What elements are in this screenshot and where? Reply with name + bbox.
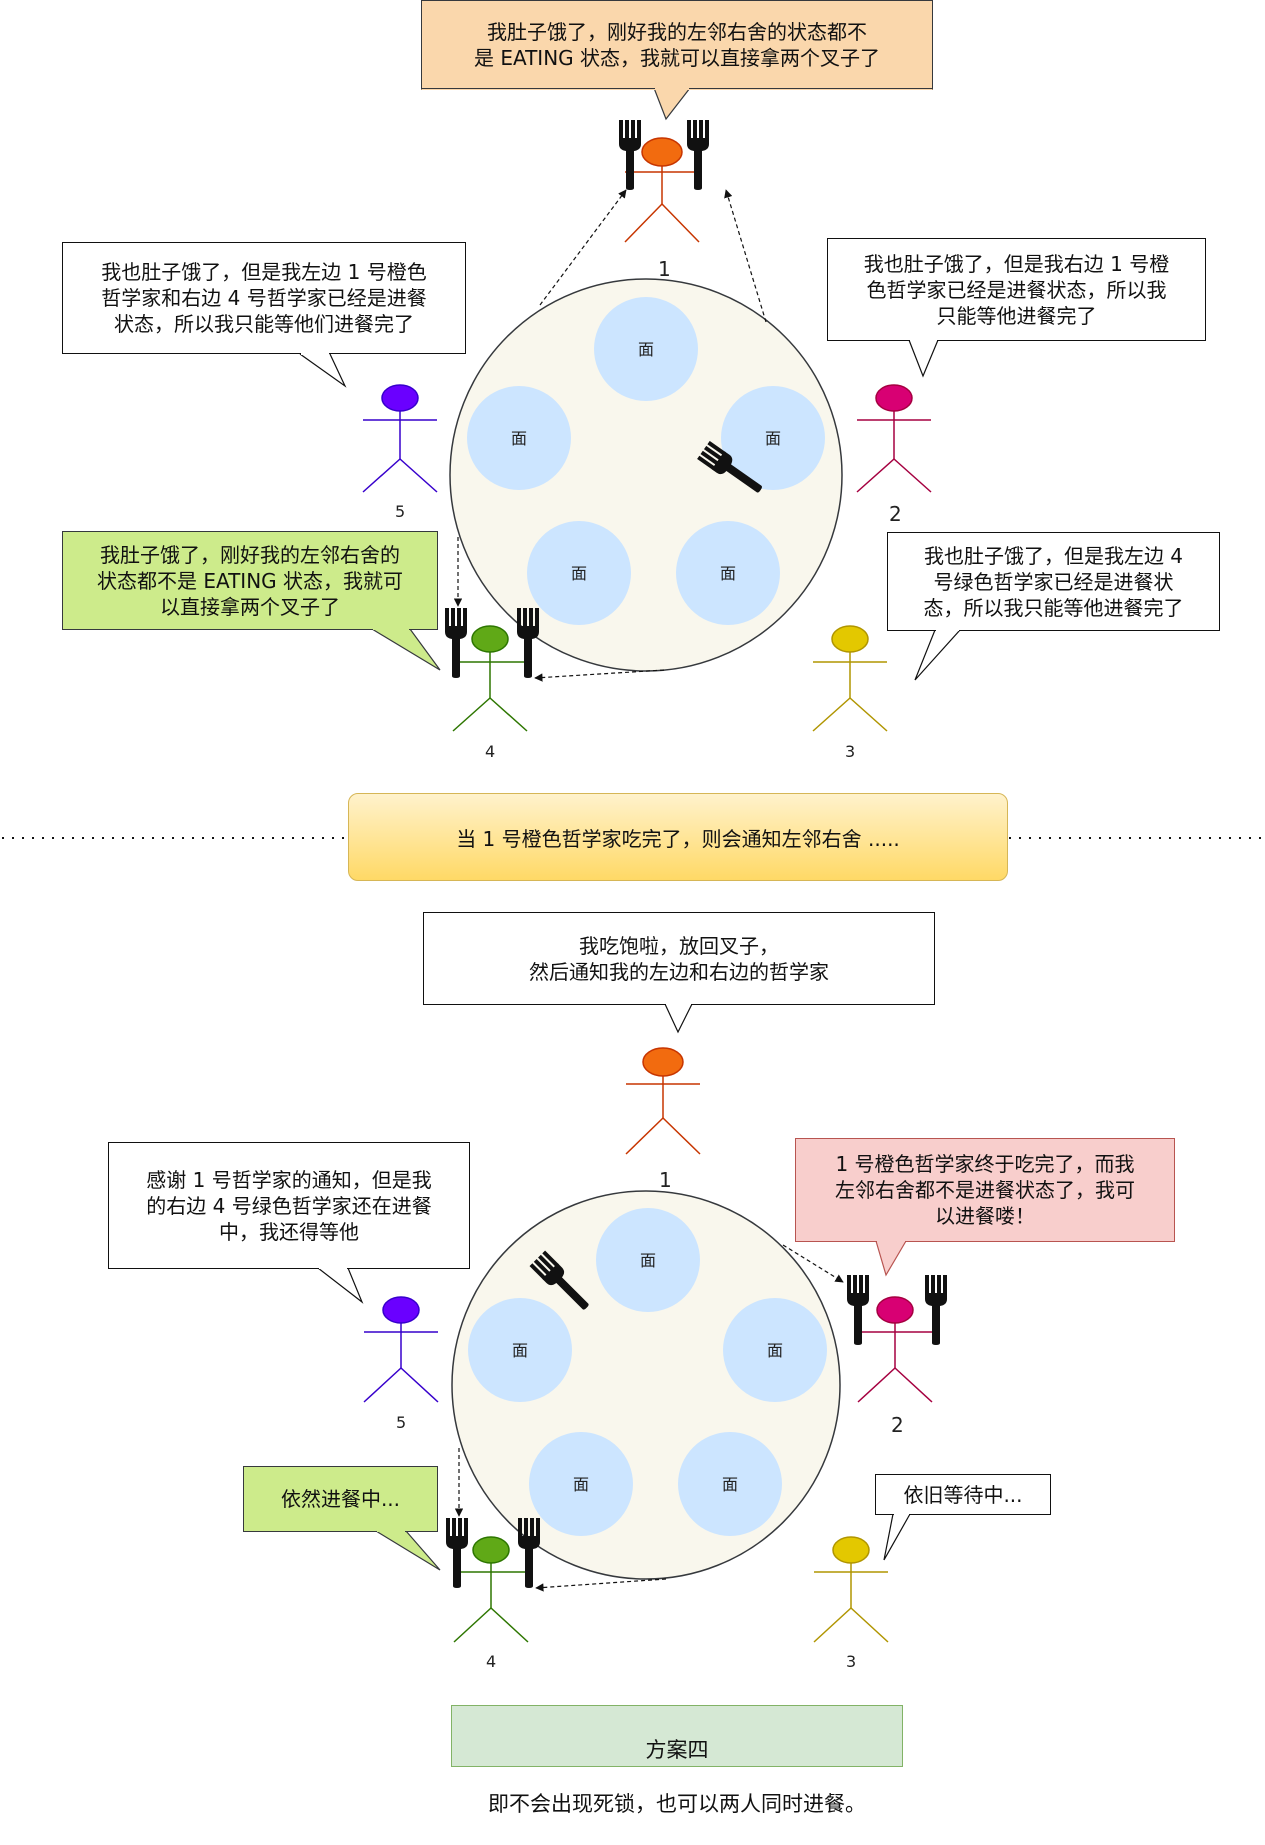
bubble-pointer bbox=[875, 1240, 907, 1277]
philosopher-4-top bbox=[452, 625, 528, 732]
bubble-pointer bbox=[914, 629, 961, 681]
bubble-gap bbox=[655, 88, 689, 90]
bubble-gap bbox=[373, 628, 409, 630]
top-scene: 面 面 面 面 面 bbox=[299, 87, 961, 732]
fork-icon bbox=[847, 1275, 869, 1345]
plate-bottom-4: 面 bbox=[529, 1432, 633, 1536]
philosopher-5-top bbox=[362, 384, 438, 493]
conclusion-text: 即不会出现死锁，也可以两人同时进餐。 bbox=[488, 1792, 866, 1816]
speech-bubble-p4-top: 我肚子饿了，刚好我的左邻右舍的 状态都不是 EATING 状态，我就可 以直接拿… bbox=[62, 531, 438, 630]
fork-icon bbox=[446, 1518, 468, 1588]
speech-bubble-p1-bottom: 我吃饱啦，放回叉子， 然后通知我的左边和右边的哲学家 bbox=[423, 912, 935, 1005]
philosopher-3-top bbox=[812, 625, 888, 732]
bubble-pointer bbox=[375, 1530, 441, 1571]
bottom-scene: 面 面 面 面 面 bbox=[317, 1003, 947, 1643]
bubble-gap bbox=[377, 1530, 405, 1532]
transition-banner: 当 1 号橙色哲学家吃完了，则会通知左邻右舍 ..... bbox=[348, 793, 1008, 881]
fork-move-arrows-bottom bbox=[454, 1244, 844, 1592]
philosopher-3-bottom bbox=[813, 1536, 889, 1643]
philosopher-1-top bbox=[624, 137, 700, 243]
svg-text:面: 面 bbox=[511, 429, 527, 448]
speech-bubble-p5-top: 我也肚子饿了，但是我左边 1 号橙色 哲学家和右边 4 号哲学家已经是进餐 状态… bbox=[62, 242, 466, 354]
bubble-gap bbox=[877, 1240, 905, 1242]
plate-top-3: 面 bbox=[676, 521, 780, 625]
bubble-gap bbox=[666, 1003, 691, 1005]
philosopher-1-label: 1 bbox=[658, 257, 671, 281]
speech-bubble-p2-top: 我也肚子饿了，但是我右边 1 号橙 色哲学家已经是进餐状态，所以我 只能等他进餐… bbox=[827, 238, 1206, 341]
philosopher-2-label: 2 bbox=[891, 1413, 904, 1437]
philosopher-1-label: 1 bbox=[659, 1168, 672, 1192]
fork-icon bbox=[925, 1275, 947, 1345]
fork-icon bbox=[687, 120, 709, 190]
bubble-pointer bbox=[908, 339, 939, 378]
plate-bottom-1: 面 bbox=[596, 1208, 700, 1312]
svg-text:面: 面 bbox=[638, 340, 654, 359]
philosopher-5-label: 5 bbox=[395, 502, 406, 521]
bubble-pointer bbox=[653, 87, 691, 121]
bubble-gap bbox=[894, 1513, 909, 1515]
fork-move-arrows-top bbox=[453, 189, 767, 682]
diagram-canvas: 面 面 面 面 面 bbox=[2, 87, 1263, 1643]
conclusion-title: 方案四 bbox=[645, 1738, 709, 1762]
svg-text:面: 面 bbox=[765, 429, 781, 448]
svg-text:面: 面 bbox=[720, 564, 736, 583]
fork-icon bbox=[445, 608, 467, 678]
bubble-pointer bbox=[883, 1513, 911, 1561]
bubble-gap bbox=[936, 629, 959, 631]
philosopher-5-label: 5 bbox=[396, 1413, 407, 1432]
fork-icon bbox=[619, 120, 641, 190]
philosopher-4-bottom bbox=[453, 1536, 529, 1643]
philosopher-3-label: 3 bbox=[846, 1652, 857, 1671]
bubble-pointer bbox=[317, 1267, 364, 1304]
conclusion-box: 方案四 即不会出现死锁，也可以两人同时进餐。 bbox=[451, 1705, 903, 1816]
bubble-gap bbox=[301, 353, 329, 355]
svg-text:面: 面 bbox=[722, 1475, 738, 1494]
philosopher-4-label: 4 bbox=[485, 742, 496, 761]
philosopher-4-label: 4 bbox=[486, 1652, 497, 1671]
speech-bubble-p4-bottom: 依然进餐中... bbox=[243, 1466, 438, 1532]
speech-bubble-p1-top: 我肚子饿了，刚好我的左邻右舍的状态都不 是 EATING 状态，我就可以直接拿两… bbox=[421, 0, 933, 90]
philosopher-5-bottom bbox=[363, 1296, 439, 1403]
bubble-pointer bbox=[299, 353, 347, 388]
plate-bottom-2: 面 bbox=[723, 1298, 827, 1402]
philosopher-1-bottom bbox=[625, 1047, 701, 1155]
plate-top-1: 面 bbox=[594, 297, 698, 401]
svg-text:面: 面 bbox=[767, 1341, 783, 1360]
speech-bubble-p2-bottom: 1 号橙色哲学家终于吃完了，而我 左邻右舍都不是进餐状态了，我可 以进餐喽！ bbox=[795, 1138, 1175, 1242]
bubble-pointer bbox=[664, 1003, 693, 1034]
philosopher-2-label: 2 bbox=[889, 502, 902, 526]
bubble-gap bbox=[910, 339, 937, 341]
speech-bubble-p3-top: 我也肚子饿了，但是我左边 4 号绿色哲学家已经是进餐状 态，所以我只能等他进餐完… bbox=[887, 532, 1220, 631]
plate-bottom-3: 面 bbox=[678, 1432, 782, 1536]
speech-bubble-p3-bottom: 依旧等待中... bbox=[875, 1474, 1051, 1515]
svg-text:面: 面 bbox=[640, 1251, 656, 1270]
plate-top-4: 面 bbox=[527, 521, 631, 625]
plate-top-2: 面 bbox=[721, 386, 825, 490]
svg-text:面: 面 bbox=[573, 1475, 589, 1494]
philosopher-3-label: 3 bbox=[845, 742, 856, 761]
plate-bottom-5: 面 bbox=[468, 1298, 572, 1402]
philosopher-2-top bbox=[856, 384, 932, 493]
svg-text:面: 面 bbox=[571, 564, 587, 583]
philosopher-2-bottom bbox=[857, 1296, 933, 1403]
plate-top-5: 面 bbox=[467, 386, 571, 490]
svg-text:面: 面 bbox=[512, 1341, 528, 1360]
bubble-gap bbox=[319, 1267, 347, 1269]
bubble-pointer bbox=[371, 628, 441, 671]
speech-bubble-p5-bottom: 感谢 1 号哲学家的通知，但是我 的右边 4 号绿色哲学家还在进餐 中，我还得等… bbox=[108, 1142, 470, 1269]
